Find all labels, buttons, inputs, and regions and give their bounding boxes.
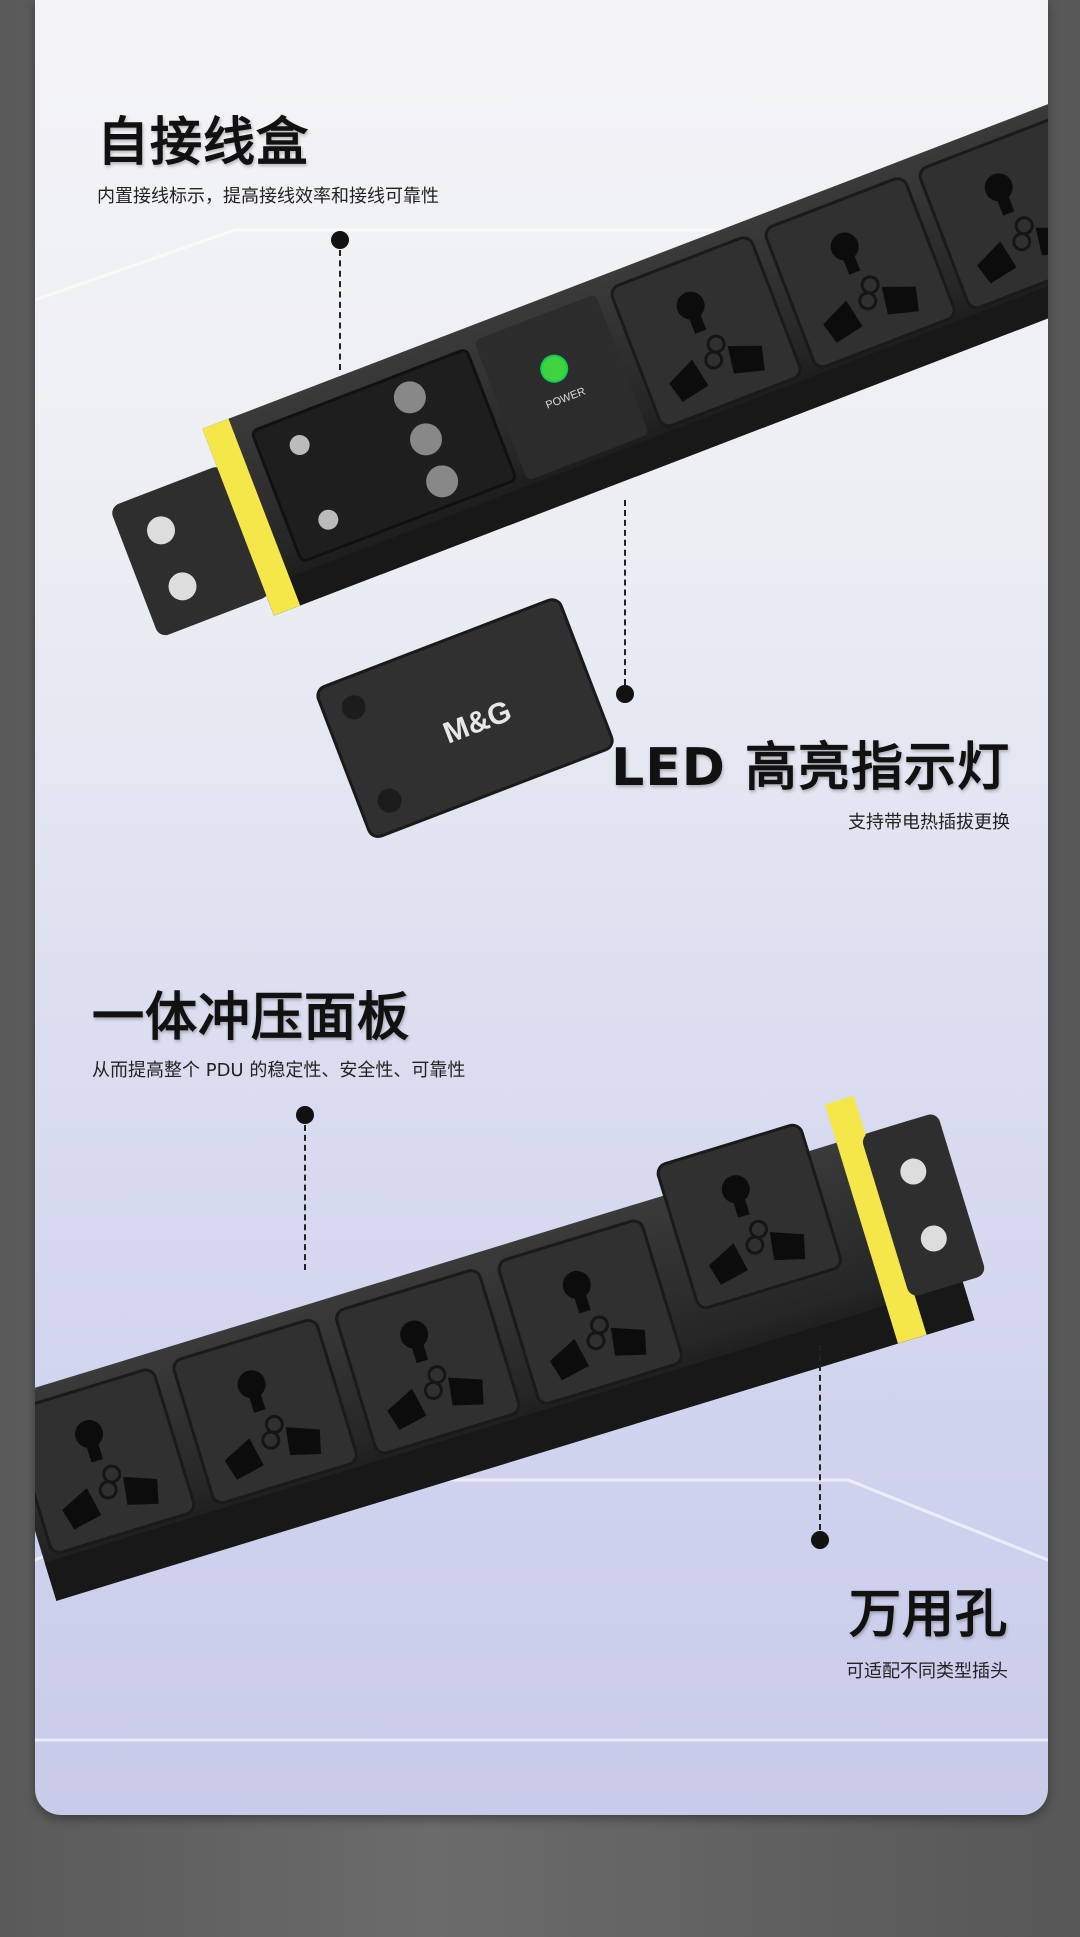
callout-line [304, 1125, 306, 1270]
section-subtitle-panel: 从而提高整个 PDU 的稳定性、安全性、可靠性 [92, 1060, 466, 1081]
pdu-illustration: POWER M&G [35, 70, 1048, 1742]
section-title-wiring-box: 自接线盒 [97, 113, 310, 173]
callout-dot [296, 1106, 314, 1124]
section-subtitle-wiring-box: 内置接线标示，提高接线效率和接线可靠性 [97, 186, 439, 207]
callout-line [819, 1345, 821, 1530]
callout-dot [616, 685, 634, 703]
callout-line [624, 500, 626, 685]
section-title-panel: 一体冲压面板 [92, 988, 411, 1048]
section-title-universal-socket: 万用孔 [848, 1585, 1008, 1645]
junction-box-cover: M&G [316, 598, 614, 838]
pdu-bottom [35, 1095, 985, 1601]
callout-dot [331, 231, 349, 249]
section-subtitle-universal-socket: 可适配不同类型插头 [846, 1661, 1008, 1682]
section-subtitle-led: 支持带电热插拔更换 [848, 812, 1010, 833]
callout-line [339, 250, 341, 370]
section-title-led: LED 高亮指示灯 [611, 738, 1010, 798]
pdu-top: POWER [112, 70, 1048, 636]
callout-dot [811, 1531, 829, 1549]
product-feature-card: POWER M&G 自接线盒 内置接线标示，提高接线效率和接线可靠性 LED 高… [35, 0, 1048, 1815]
